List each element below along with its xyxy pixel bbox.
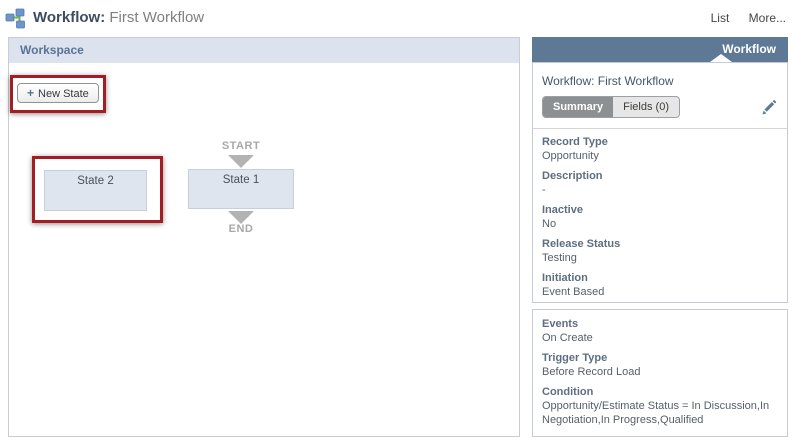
page-title-value: First Workflow (109, 9, 205, 26)
field-inactive: Inactive No (542, 203, 778, 231)
field-value: On Create (542, 332, 593, 344)
field-value: Before Record Load (542, 366, 641, 378)
field-initiation: Initiation Event Based (542, 271, 778, 299)
field-value: Opportunity/Estimate Status = In Discuss… (542, 400, 770, 426)
field-value: - (542, 184, 546, 196)
field-label: Record Type (542, 136, 608, 148)
field-label: Inactive (542, 204, 583, 216)
info-panel-title: Workflow (722, 42, 776, 56)
page-title-label: Workflow: (33, 9, 106, 26)
field-label: Release Status (542, 238, 621, 250)
field-value: No (542, 218, 557, 230)
field-label: Description (542, 170, 603, 182)
list-link[interactable]: List (710, 11, 730, 25)
field-condition: Condition Opportunity/Estimate Status = … (542, 385, 778, 427)
highlight-box-state2 (32, 156, 163, 223)
end-label: END (228, 223, 254, 235)
field-value: Event Based (542, 286, 605, 298)
field-label: Trigger Type (542, 352, 608, 364)
field-value: Opportunity (542, 150, 599, 162)
highlight-box-new-state (10, 75, 106, 113)
field-events: Events On Create (542, 317, 778, 345)
title-bar: Workflow: First Workflow List More... (0, 0, 796, 37)
plus-icon: + (27, 86, 35, 100)
tab-summary[interactable]: Summary (543, 97, 614, 117)
state-node-1[interactable]: State 1 (188, 169, 294, 209)
end-arrow-icon (228, 211, 254, 224)
field-trigger-type: Trigger Type Before Record Load (542, 351, 778, 379)
header-links: List More... (695, 11, 786, 25)
panel-tabs: Summary Fields (0) (542, 96, 680, 118)
field-description: Description - (542, 169, 778, 197)
field-value: Testing (542, 252, 577, 264)
workspace-panel-title: Workspace (9, 38, 519, 63)
workflow-subtitle: Workflow: First Workflow (542, 74, 674, 88)
field-record-type: Record Type Opportunity (542, 135, 778, 163)
field-label: Events (542, 318, 579, 330)
page-title: Workflow: First Workflow (33, 9, 204, 26)
field-release-status: Release Status Testing (542, 237, 778, 265)
edit-pencil-icon[interactable] (760, 98, 778, 117)
start-label: START (221, 140, 261, 152)
workflow-icon (5, 8, 27, 35)
workspace-panel: Workspace +New State START State 1 END S… (8, 37, 520, 437)
section-divider (533, 128, 787, 129)
field-label: Initiation (542, 272, 588, 284)
workflow-info-panel: Workflow Workflow: First Workflow Summar… (532, 37, 788, 437)
start-arrow-icon (228, 155, 254, 168)
more-link[interactable]: More... (748, 11, 786, 25)
tab-notch-icon (710, 54, 732, 62)
new-state-button[interactable]: +New State (17, 83, 99, 103)
events-section: Events On Create Trigger Type Before Rec… (532, 309, 788, 437)
info-panel-header: Workflow (532, 37, 788, 62)
field-label: Condition (542, 386, 594, 398)
workflow-canvas[interactable]: +New State START State 1 END State 2 (9, 63, 519, 436)
summary-section: Workflow: First Workflow Summary Fields … (532, 62, 788, 303)
new-state-button-label: New State (38, 88, 89, 100)
tab-fields[interactable]: Fields (0) (623, 101, 669, 113)
state-node-2[interactable]: State 2 (44, 170, 147, 211)
